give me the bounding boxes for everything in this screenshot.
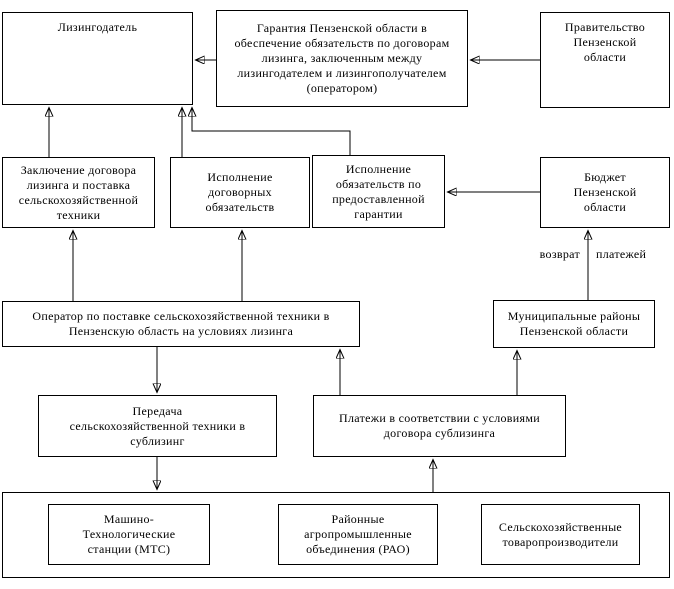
node-guarantee-fulfillment: Исполнение обязательств по предоставленн… <box>312 155 445 228</box>
arrow-guarantee-fulfillment-to-lessor <box>192 108 351 155</box>
edge-label-return-payments-word2: платежей <box>596 247 647 261</box>
node-region-guarantee-label: Гарантия Пензенской области в обеспечени… <box>234 21 450 95</box>
node-municipal-districts-label: Муниципальные районы Пензенской области <box>507 309 641 338</box>
node-lessor-label: Лизингодатель <box>57 20 138 34</box>
node-budget-label: Бюджет Пензенской области <box>573 170 637 214</box>
node-government: Правительство Пензенской области <box>540 12 670 108</box>
node-operator-label: Оператор по поставке сельскохозяйственно… <box>32 309 330 338</box>
node-sublease-payments: Платежи в соответствии с условиями догов… <box>313 395 566 457</box>
node-producers-label: Сельскохозяйственные товаропроизводители <box>498 519 623 549</box>
node-lease-conclusion-label: Заключение договора лизинга и поставка с… <box>18 162 139 222</box>
node-sublease-transfer: Передача сельскохозяйственной техники в … <box>38 395 277 457</box>
node-mts: Машино- Технологические станции (МТС) <box>48 504 210 565</box>
node-sublease-payments-label: Платежи в соответствии с условиями догов… <box>339 411 540 440</box>
node-producers: Сельскохозяйственные товаропроизводители <box>481 504 640 565</box>
node-mts-label: Машино- Технологические станции (МТС) <box>82 512 176 556</box>
node-rao: Районные агропромышленные объединения (Р… <box>278 504 438 565</box>
node-lease-conclusion: Заключение договора лизинга и поставка с… <box>2 157 155 228</box>
node-lessor: Лизингодатель <box>2 12 193 105</box>
node-government-label: Правительство Пензенской области <box>564 20 646 64</box>
node-contract-fulfillment: Исполнение договорных обязательств <box>170 157 310 228</box>
edge-label-return-payments-word1: возврат <box>539 247 580 261</box>
node-guarantee-fulfillment-label: Исполнение обязательств по предоставленн… <box>332 161 425 221</box>
node-region-guarantee: Гарантия Пензенской области в обеспечени… <box>216 10 468 107</box>
node-municipal-districts: Муниципальные районы Пензенской области <box>493 300 655 348</box>
node-contract-fulfillment-label: Исполнение договорных обязательств <box>205 170 275 214</box>
node-budget: Бюджет Пензенской области <box>540 157 670 228</box>
sublessees-group-box <box>2 492 670 578</box>
node-operator: Оператор по поставке сельскохозяйственно… <box>2 301 360 347</box>
node-rao-label: Районные агропромышленные объединения (Р… <box>304 512 412 556</box>
node-sublease-transfer-label: Передача сельскохозяйственной техники в … <box>69 403 246 448</box>
